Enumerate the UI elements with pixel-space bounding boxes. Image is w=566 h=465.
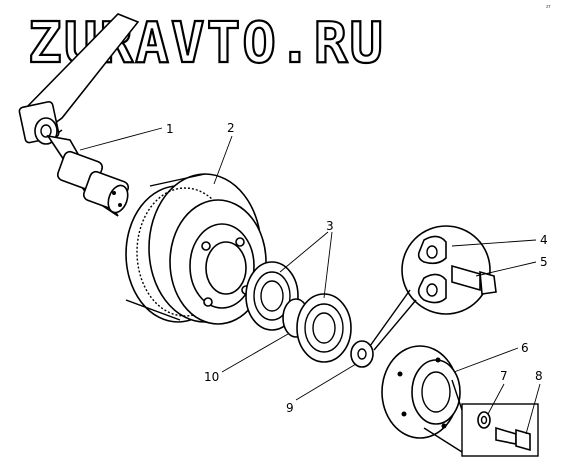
callout-6: 6 (521, 341, 529, 355)
callout-10: 10 (204, 370, 219, 384)
detail-circle-lock-plate-bolt (369, 225, 497, 351)
leader-lines (79, 127, 541, 435)
part-3-bearings (245, 261, 352, 363)
part-2-drum (125, 173, 267, 325)
callout-3: 3 (326, 219, 334, 233)
callout-labels: 1 2 3 4 5 6 7 8 9 10 (166, 121, 548, 415)
callout-7: 7 (500, 369, 508, 383)
part-6-flange-cover (381, 345, 461, 439)
callout-8: 8 (535, 369, 543, 383)
callout-4: 4 (540, 233, 548, 247)
callout-2: 2 (227, 121, 235, 135)
callout-9: 9 (286, 401, 294, 415)
part-9-washer (350, 340, 374, 368)
part-1-lever-arm (18, 13, 140, 217)
callout-5: 5 (540, 255, 548, 269)
detail-box-washer-bolt (423, 379, 539, 457)
callout-1: 1 (166, 122, 174, 136)
corner-mark: zr (546, 4, 552, 10)
